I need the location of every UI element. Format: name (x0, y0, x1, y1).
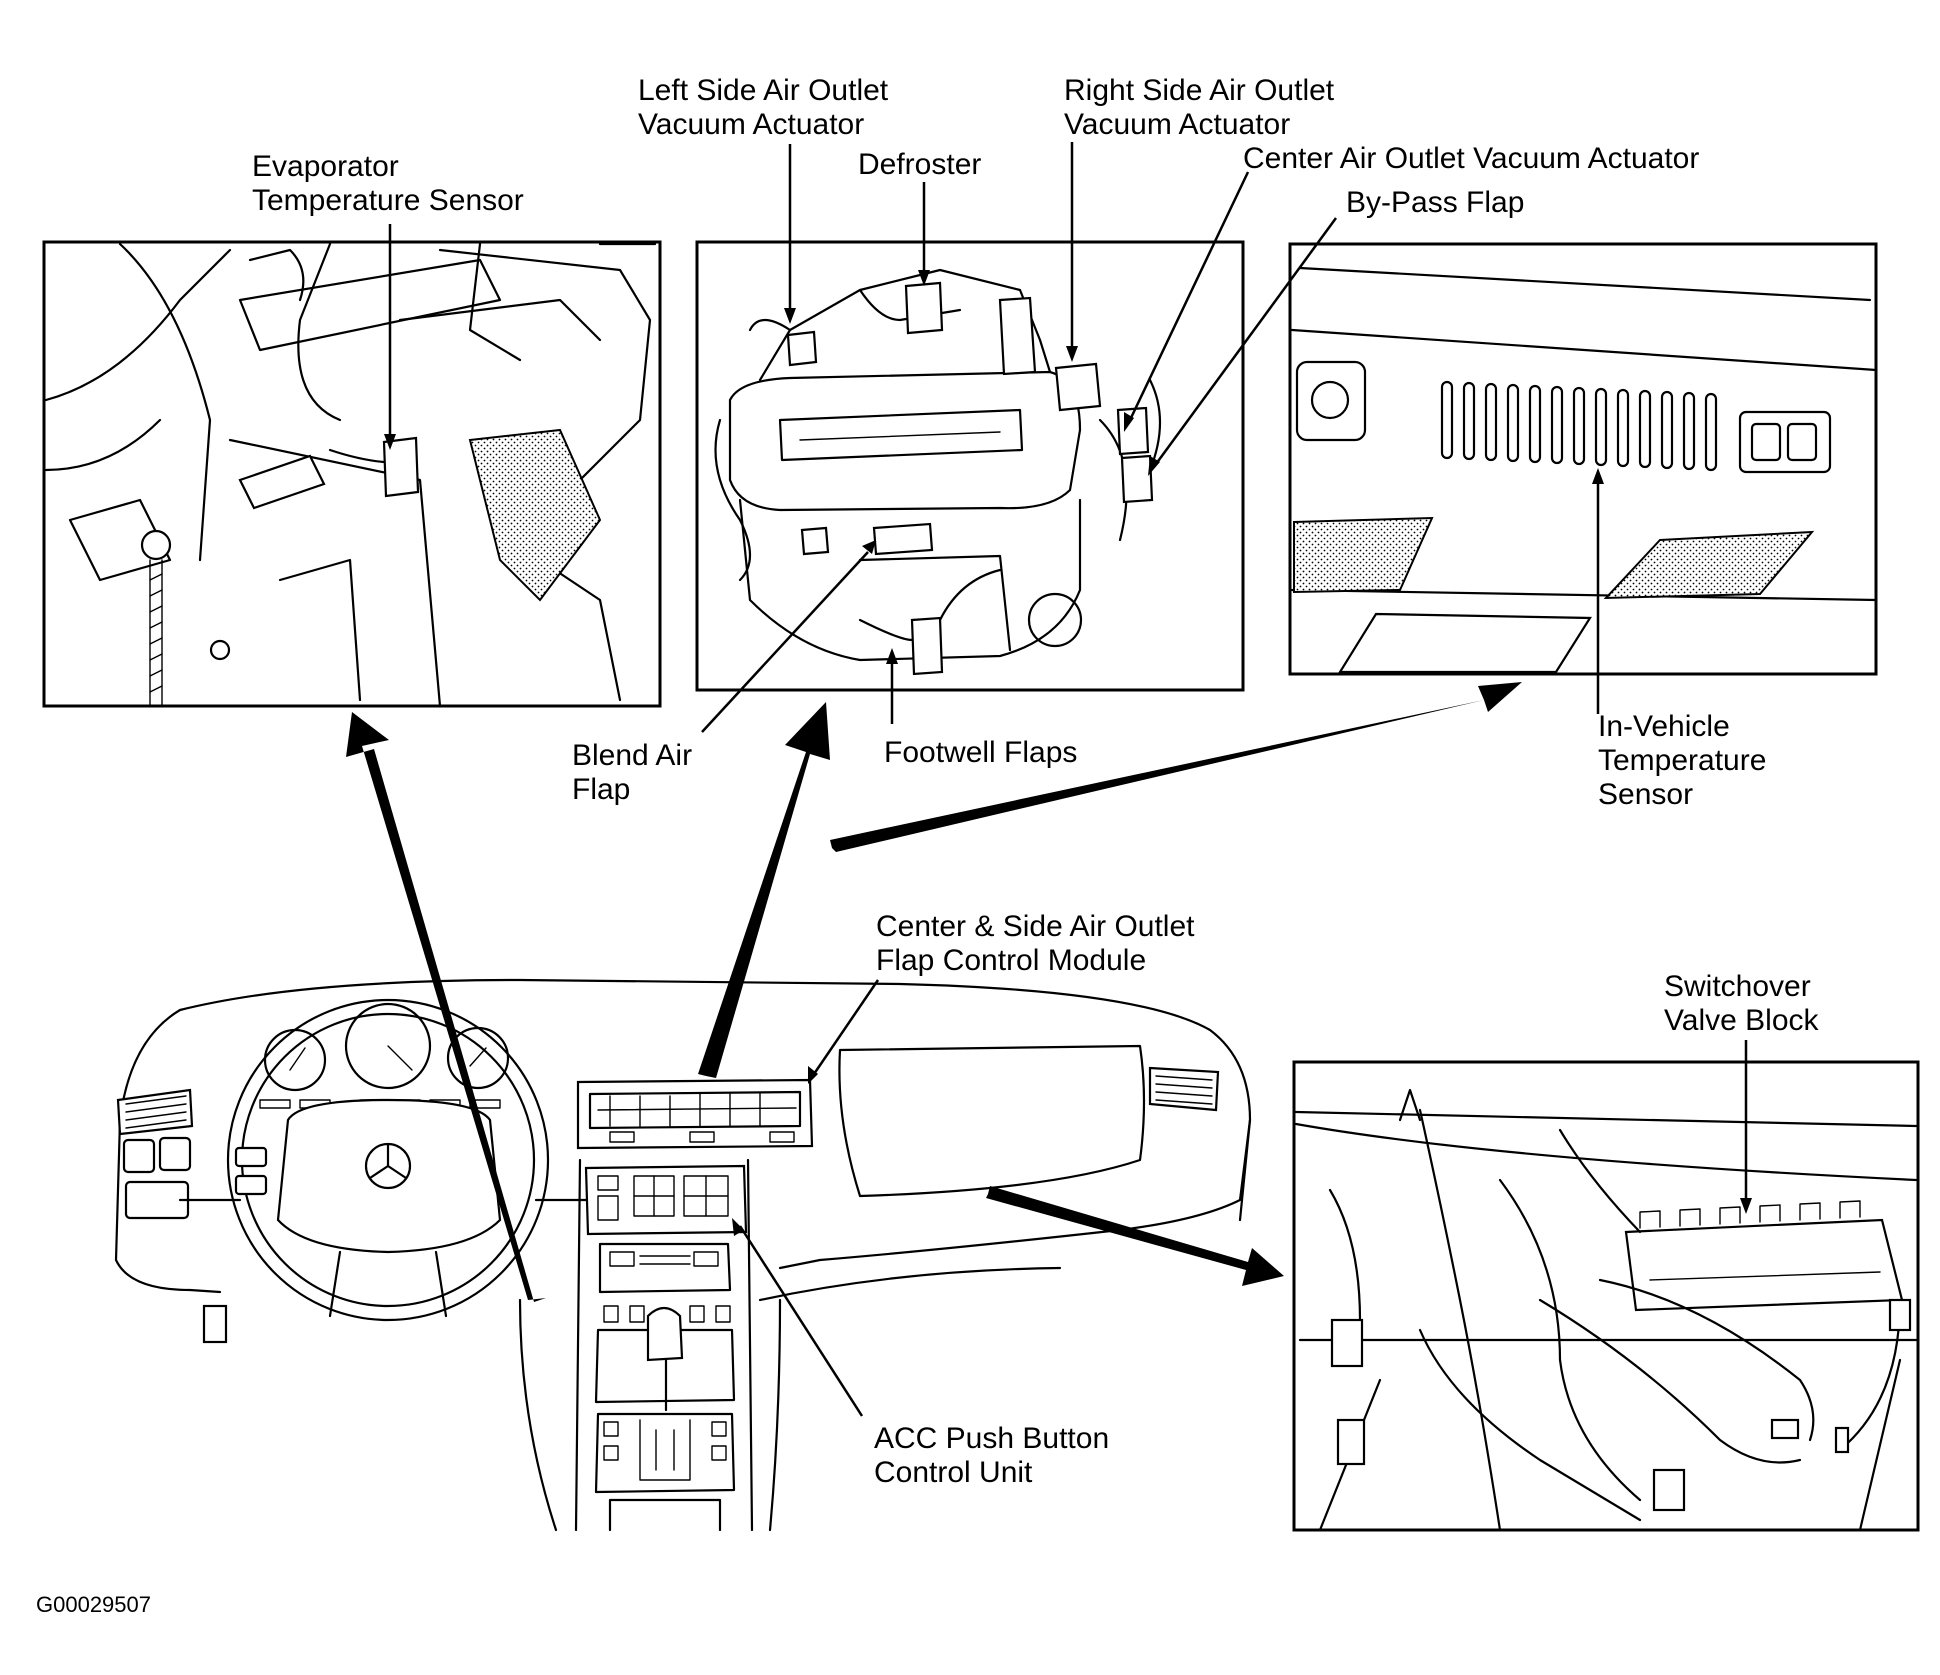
label-in-vehicle-sensor: In-Vehicle Temperature Sensor (1598, 710, 1775, 811)
arrow-to-valve-block-view (986, 1186, 1284, 1286)
hvac-unit-view (695, 240, 1245, 692)
callout-labels: Evaporator Temperature Sensor Left Side … (36, 74, 1820, 1617)
label-footwell-flaps: Footwell Flaps (884, 736, 1077, 769)
arrow-to-in-vehicle-sensor-view (830, 682, 1522, 852)
label-center-outlet-actuator: Center Air Outlet Vacuum Actuator (1243, 142, 1699, 175)
label-acc-control-unit: ACC Push Button Control Unit (874, 1422, 1117, 1489)
dashboard-overview (114, 978, 1252, 1532)
label-flap-control-module: Center & Side Air Outlet Flap Control Mo… (876, 910, 1203, 977)
figure-code: G00029507 (36, 1592, 151, 1617)
label-evaporator-sensor: Evaporator Temperature Sensor (252, 150, 524, 217)
label-switchover-valve-block: Switchover Valve Block (1664, 970, 1820, 1037)
label-blend-air-flap: Blend Air Flap (572, 739, 700, 806)
in-vehicle-sensor-view (1288, 242, 1878, 676)
leader-lines (384, 142, 1752, 1417)
label-defroster: Defroster (858, 148, 981, 181)
evaporator-sensor-view (42, 240, 662, 708)
label-left-outlet-actuator: Left Side Air Outlet Vacuum Actuator (638, 74, 896, 141)
air-vent-slots (1440, 380, 1718, 472)
label-right-outlet-actuator: Right Side Air Outlet Vacuum Actuator (1064, 74, 1342, 141)
arrow-to-hvac-unit-view (698, 702, 830, 1078)
label-bypass-flap: By-Pass Flap (1346, 186, 1524, 219)
arrow-to-evaporator-view (346, 712, 546, 1302)
location-arrows (346, 682, 1522, 1302)
switchover-valve-block-view (1292, 1060, 1920, 1532)
